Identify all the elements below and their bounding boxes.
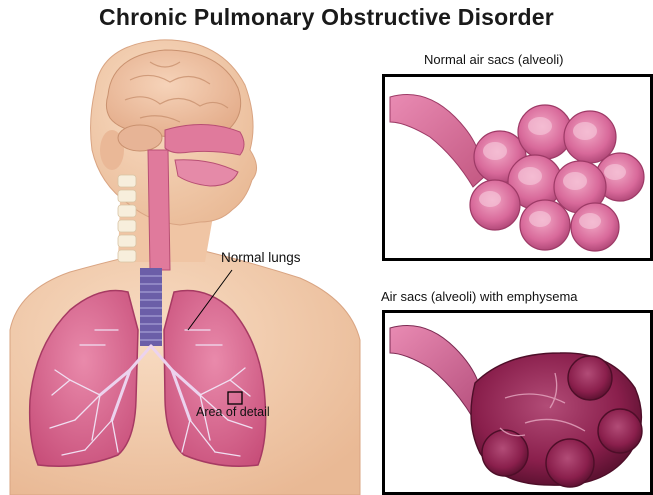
nasal-cavity: [165, 124, 244, 155]
emphysema-alveoli-panel: [382, 310, 653, 495]
emphysema-air-sacs-label: Air sacs (alveoli) with emphysema: [381, 289, 578, 304]
trachea: [140, 268, 162, 346]
cerebellum: [118, 125, 162, 151]
area-of-detail-label: Area of detail: [196, 405, 270, 419]
pharynx: [148, 150, 170, 270]
normal-air-sacs-label: Normal air sacs (alveoli): [424, 52, 563, 67]
emphysema-alveoli-illustration: [385, 313, 653, 495]
normal-alveoli-illustration: [385, 77, 653, 261]
normal-lungs-label: Normal lungs: [221, 250, 301, 265]
normal-alveoli-panel: [382, 74, 653, 261]
